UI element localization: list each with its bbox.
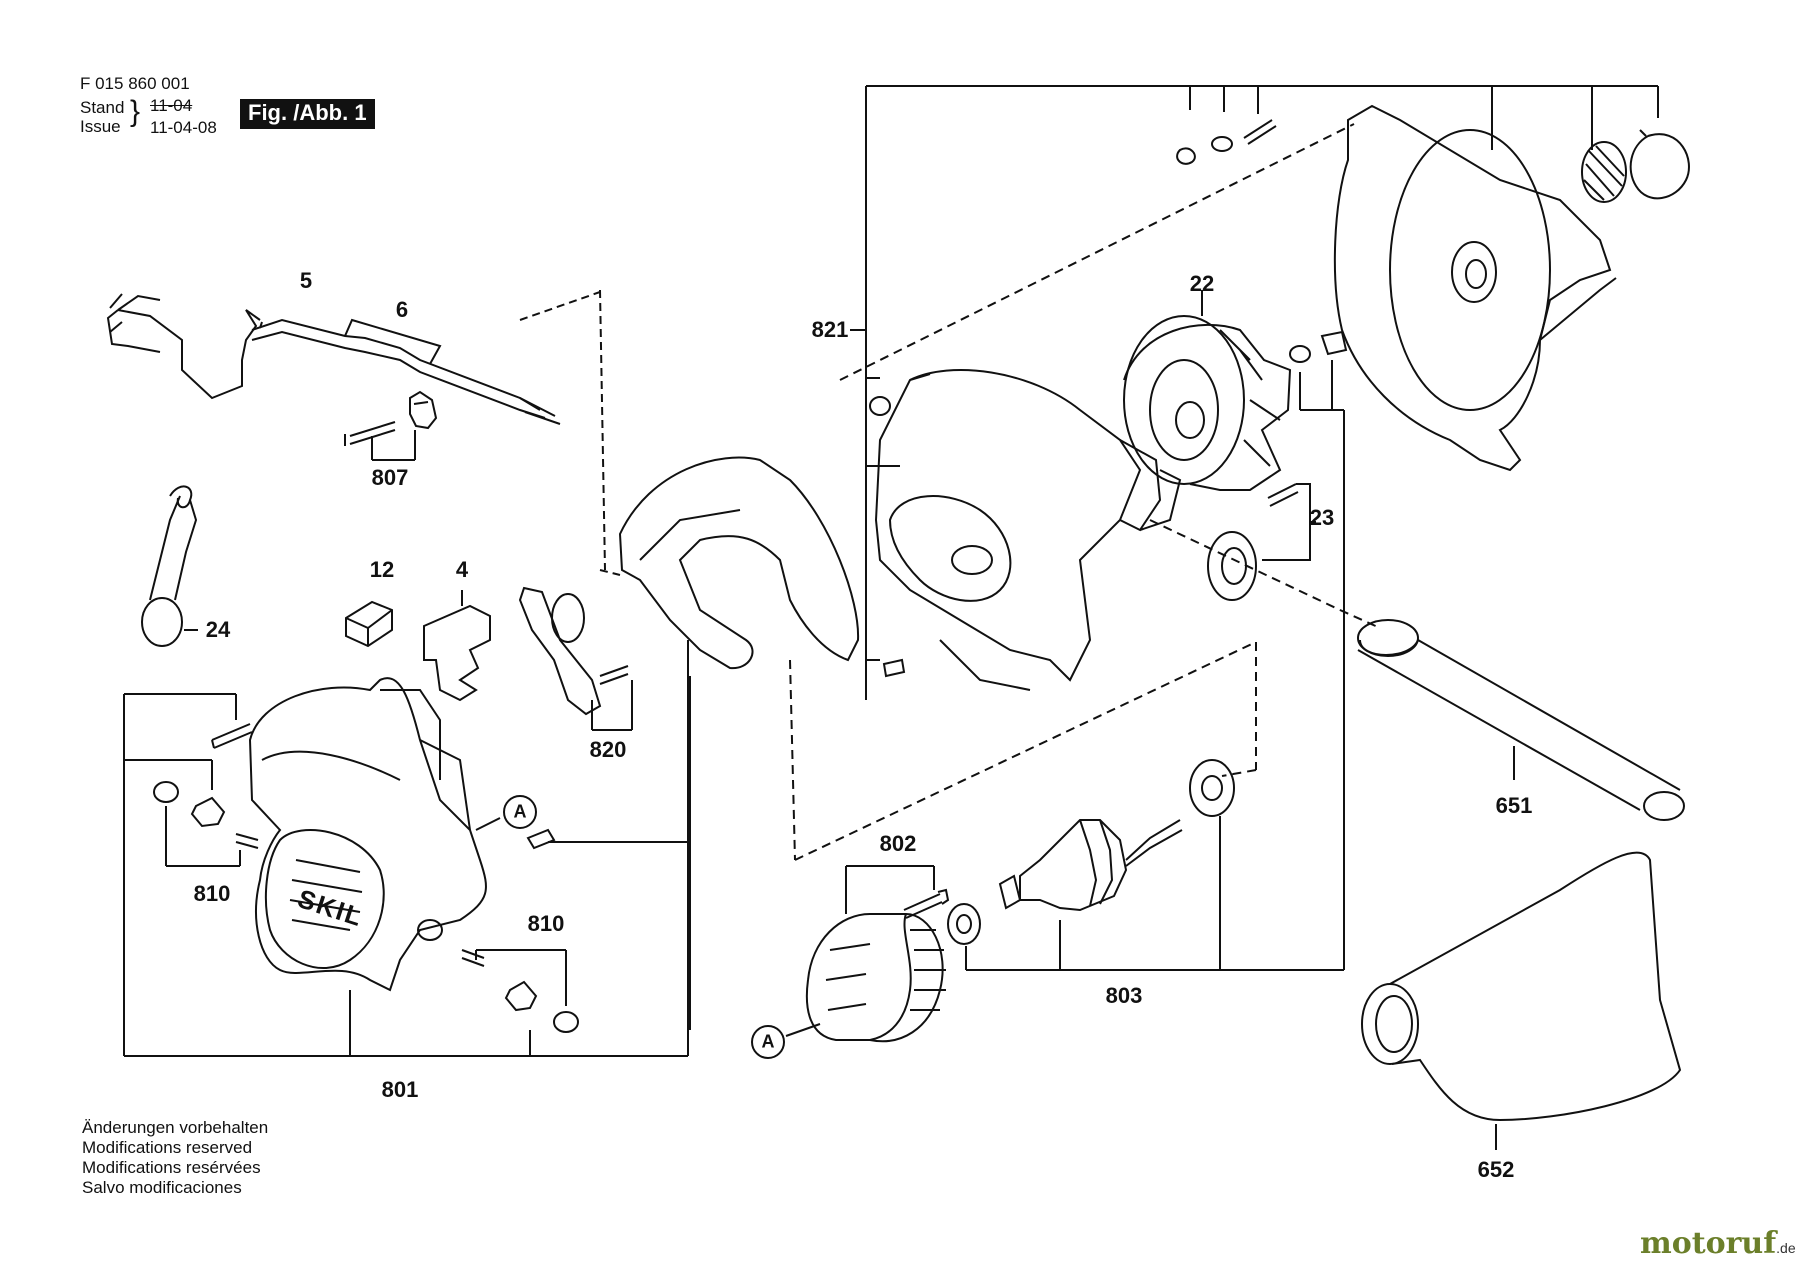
label-a-1: A bbox=[513, 801, 527, 822]
mesh-filter-part bbox=[1581, 141, 1627, 203]
watermark-suffix: .de bbox=[1776, 1240, 1796, 1256]
label-801: 801 bbox=[381, 1077, 419, 1102]
retaining-ring-part bbox=[1629, 129, 1690, 200]
label-821: 821 bbox=[811, 317, 849, 342]
stand-label: Stand bbox=[80, 98, 125, 117]
callout-a-circle bbox=[503, 795, 537, 829]
label-651: 651 bbox=[1495, 793, 1533, 818]
label-a-2: A bbox=[761, 1031, 775, 1052]
label-22: 22 bbox=[1189, 271, 1215, 296]
leader-line bbox=[599, 289, 606, 571]
watermark-text: motoruf bbox=[1640, 1226, 1777, 1261]
armature-part bbox=[947, 759, 1235, 945]
label-810-right: 810 bbox=[527, 911, 565, 936]
cord-clamp-part bbox=[344, 390, 438, 461]
brace: } bbox=[130, 95, 141, 128]
label-4: 4 bbox=[455, 557, 469, 582]
footer-line-en: Modifications reserved bbox=[82, 1138, 253, 1157]
footer-notes: Änderungen vorbehalten Modifications res… bbox=[82, 1118, 268, 1198]
label-820: 820 bbox=[589, 737, 627, 762]
figure-label: Fig. /Abb. 1 bbox=[240, 99, 375, 129]
nozzle-651-part bbox=[1357, 619, 1685, 821]
label-6: 6 bbox=[395, 297, 409, 322]
fan-housing-part bbox=[874, 369, 1182, 691]
brush-part-right bbox=[461, 949, 579, 1033]
label-810-left: 810 bbox=[193, 881, 231, 906]
label-12: 12 bbox=[369, 557, 395, 582]
switch-part bbox=[423, 590, 491, 702]
part-number: F 015 860 001 bbox=[80, 74, 190, 93]
callout-bracket-803 bbox=[965, 360, 1345, 971]
old-date: 11-04 bbox=[150, 96, 193, 115]
watermark: motoruf.de bbox=[1640, 1226, 1796, 1261]
label-5: 5 bbox=[299, 268, 313, 293]
nozzle-652-part bbox=[1361, 851, 1682, 1150]
handle-cover-part bbox=[618, 456, 860, 1030]
footer-line-de: Änderungen vorbehalten bbox=[82, 1118, 269, 1137]
label-803: 803 bbox=[1105, 983, 1143, 1008]
fan-impeller-part bbox=[1123, 290, 1292, 491]
motor-housing-part bbox=[248, 677, 487, 992]
footer-line-es: Salvo modificaciones bbox=[82, 1178, 242, 1197]
brush-part bbox=[153, 781, 259, 849]
label-23: 23 bbox=[1309, 505, 1335, 530]
fan-flange-part bbox=[1207, 483, 1316, 601]
switch-block-part bbox=[345, 600, 393, 648]
capacitor-part bbox=[141, 485, 198, 647]
issue-date: 11-04-08 bbox=[150, 118, 217, 137]
label-802: 802 bbox=[879, 831, 917, 856]
field-stator-part bbox=[805, 888, 950, 1043]
dashed-guide-lines bbox=[789, 123, 1381, 861]
label-807: 807 bbox=[371, 465, 409, 490]
callout-bracket-802 bbox=[845, 865, 935, 914]
footer-line-fr: Modifications resérvées bbox=[82, 1158, 261, 1177]
issue-label: Issue bbox=[80, 117, 121, 136]
fastener-parts bbox=[869, 119, 1348, 678]
callout-a-circle-2 bbox=[751, 1025, 785, 1059]
power-cord-part bbox=[106, 293, 561, 425]
label-24: 24 bbox=[205, 617, 231, 642]
label-652: 652 bbox=[1477, 1157, 1515, 1182]
blower-cover-part bbox=[1333, 104, 1617, 472]
callout-bracket-821 bbox=[850, 85, 1659, 700]
switch-cover-part bbox=[518, 586, 633, 731]
callout-brackets-801 bbox=[123, 640, 689, 1057]
